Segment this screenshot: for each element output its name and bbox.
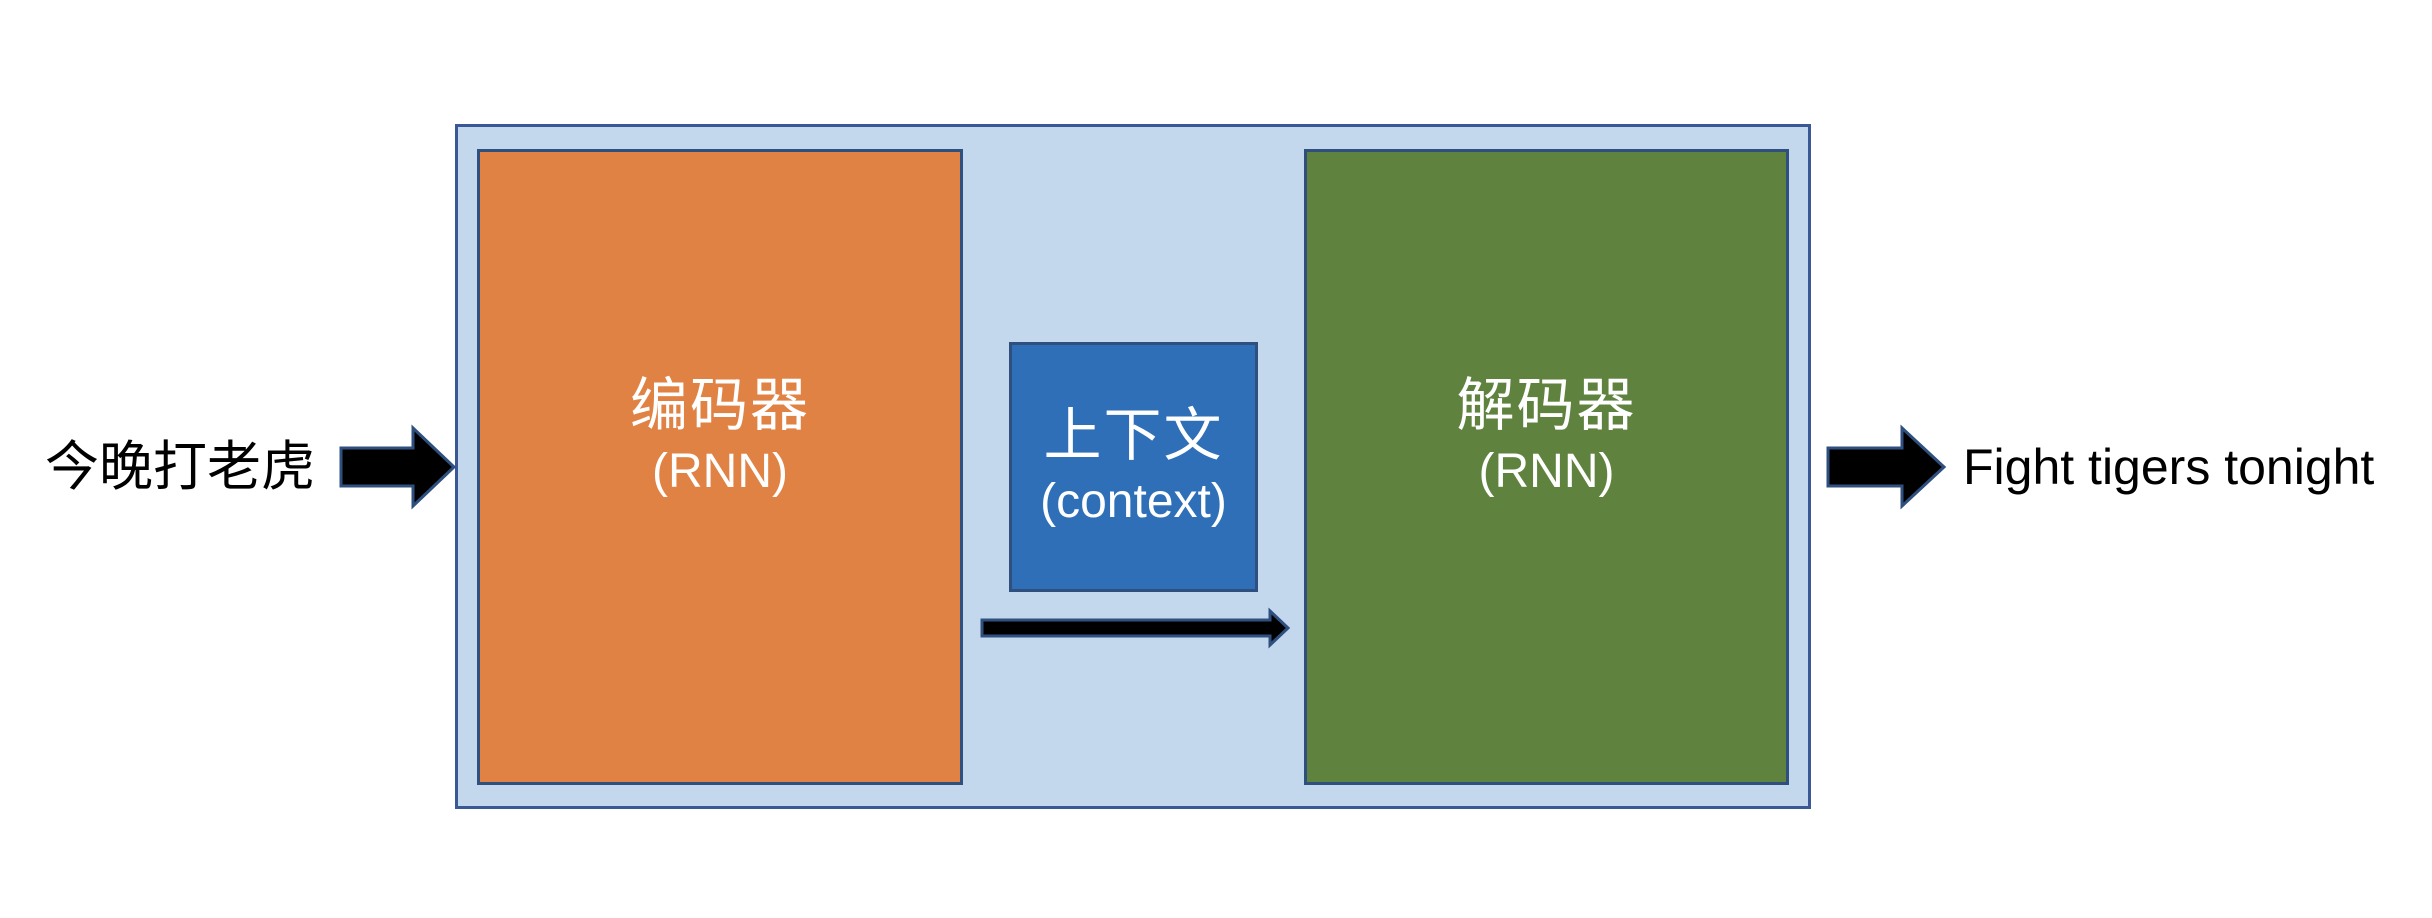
encoder-to-decoder-arrow-icon <box>980 607 1291 649</box>
context-block: 上下文 (context) <box>1009 342 1258 592</box>
encoder-block: 编码器 (RNN) <box>477 149 963 785</box>
output-sentence: Fight tigers tonight <box>1963 439 2375 495</box>
input-arrow-icon <box>339 424 457 510</box>
context-title: 上下文 <box>1043 401 1224 469</box>
encoder-subtitle: (RNN) <box>652 445 788 498</box>
encoder-title: 编码器 <box>629 371 810 439</box>
decoder-title: 解码器 <box>1456 371 1637 439</box>
context-subtitle: (context) <box>1040 475 1227 528</box>
output-arrow-icon <box>1826 424 1947 510</box>
input-sentence: 今晚打老虎 <box>45 435 315 498</box>
decoder-subtitle: (RNN) <box>1478 445 1615 498</box>
decoder-block: 解码器 (RNN) <box>1304 149 1789 785</box>
